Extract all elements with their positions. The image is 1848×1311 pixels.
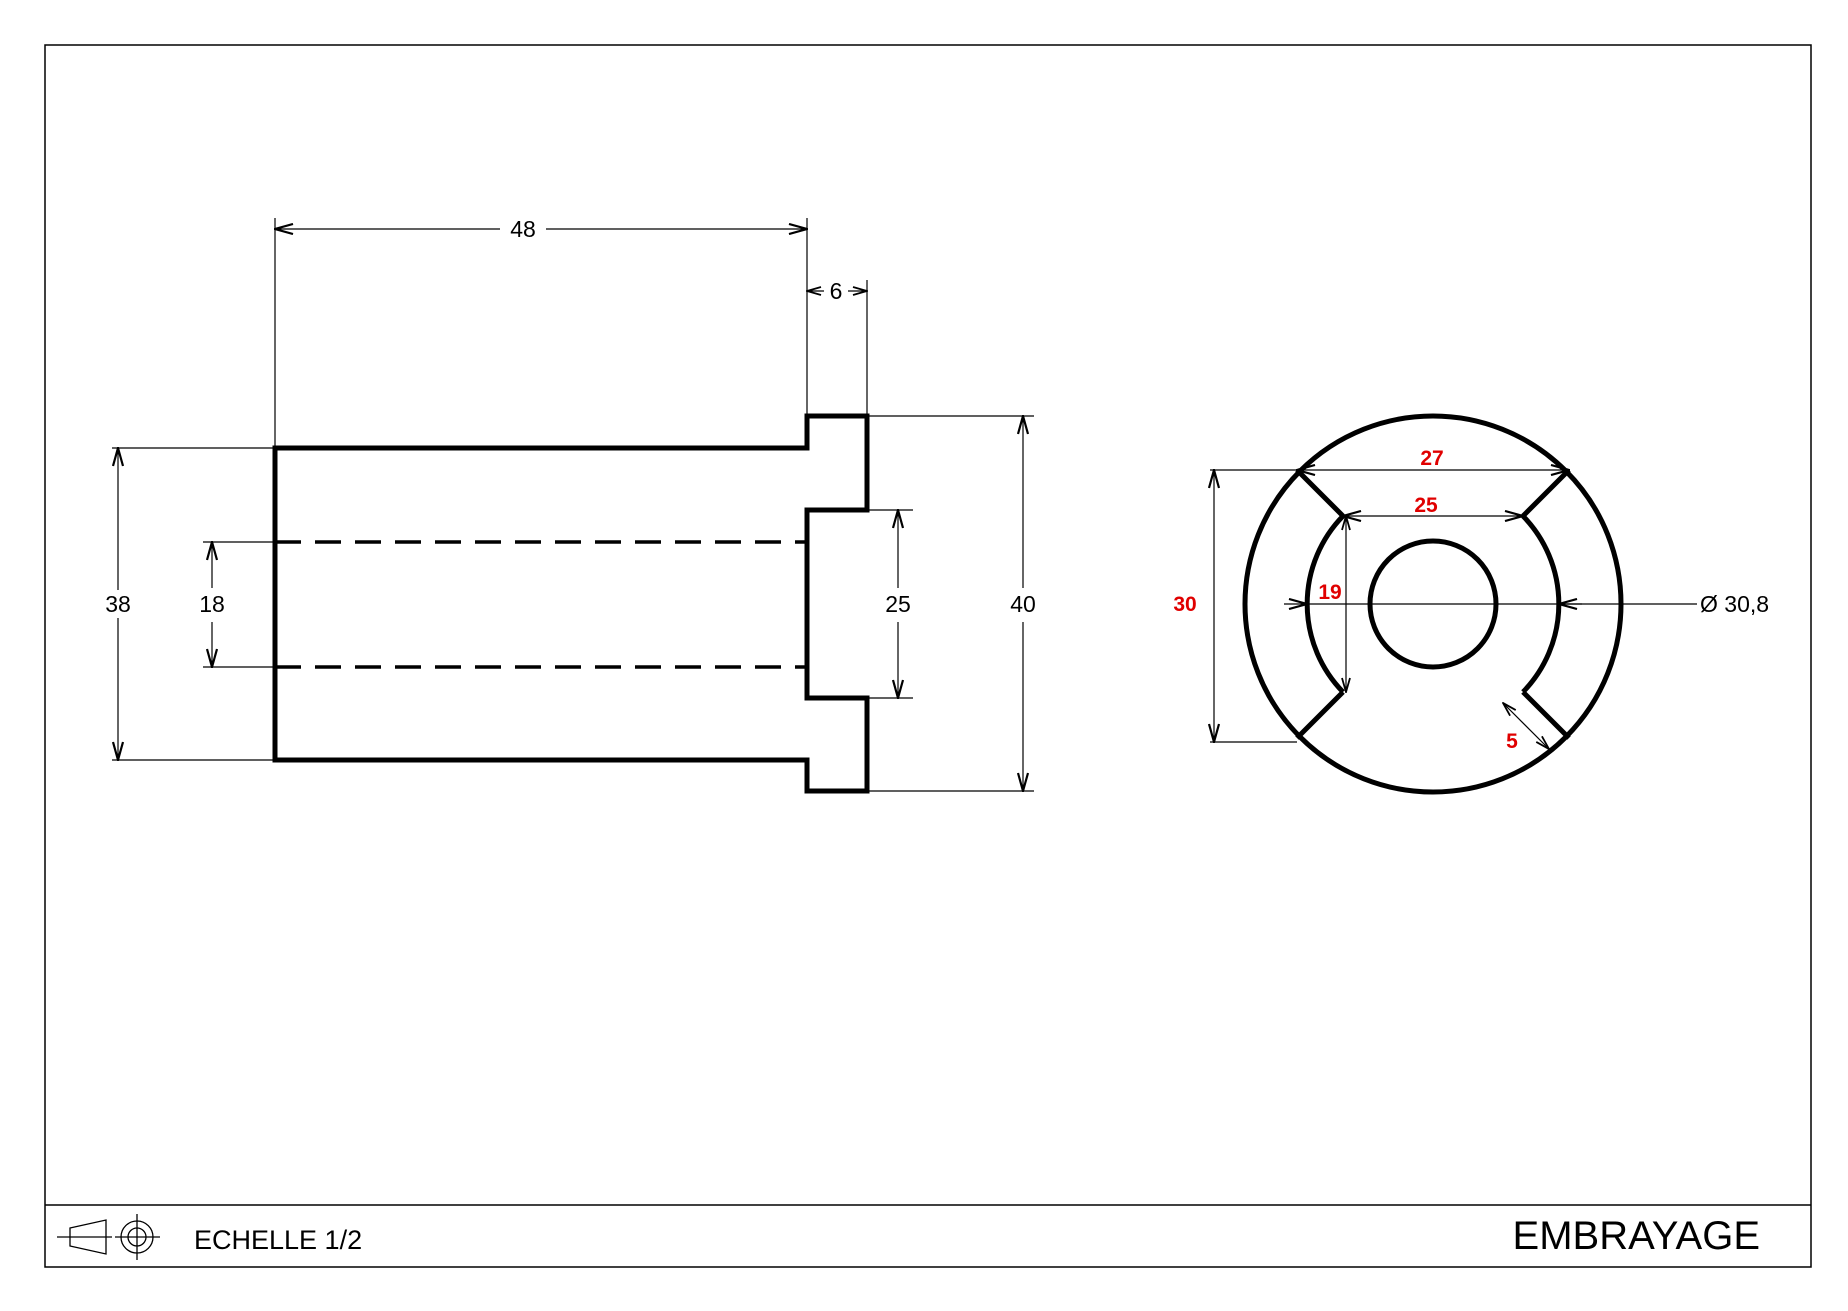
drawing-title: EMBRAYAGE [1513,1214,1760,1258]
side-view: 48 6 38 18 25 40 [100,216,1036,794]
dim-length: 48 [275,216,807,242]
projection-symbol-icon [57,1214,160,1260]
dim-flange-diameter-label: 40 [1010,591,1036,617]
dim-height: 30 [1173,470,1297,742]
slot-line-top-left [1295,468,1345,518]
dim-groove-inner: 25 [1343,494,1523,517]
dim-slot-label: 5 [1506,730,1518,753]
dim-groove-outer: 27 [1297,443,1569,470]
slot-line-bottom-right [1521,690,1571,740]
sheet-border [44,44,1812,1268]
side-view-outline [272,413,870,794]
dim-slot: 5 [1503,703,1549,753]
scale-label: ECHELLE 1/2 [194,1225,362,1255]
dim-bore-label: 18 [199,591,225,617]
dim-height-label: 30 [1173,593,1196,616]
dim-inner-height-label: 19 [1318,581,1341,604]
dim-flange-diameter: 40 [1010,416,1036,791]
title-block: ECHELLE 1/2 EMBRAYAGE [57,1214,1760,1260]
dim-bore: 18 [199,542,225,667]
dim-groove-inner-label: 25 [1414,494,1438,517]
dim-diameter-label: Ø 30,8 [1700,591,1769,617]
dim-body-diameter: 38 [100,448,136,760]
dim-flange-width: 6 [807,278,867,304]
slot-line-top-right [1521,468,1571,518]
dim-flange-width-label: 6 [830,278,843,304]
dim-diameter: Ø 30,8 [1284,591,1769,617]
dim-flange-bore: 25 [885,510,911,698]
dim-body-diameter-label: 38 [105,591,131,617]
slot-line-bottom-left [1295,690,1345,740]
front-view: 27 25 30 19 Ø 30,8 5 [1173,413,1769,795]
dim-flange-bore-label: 25 [885,591,911,617]
dim-length-label: 48 [510,216,536,242]
side-extension-lines [112,218,1034,792]
dim-groove-outer-label: 27 [1420,447,1443,470]
